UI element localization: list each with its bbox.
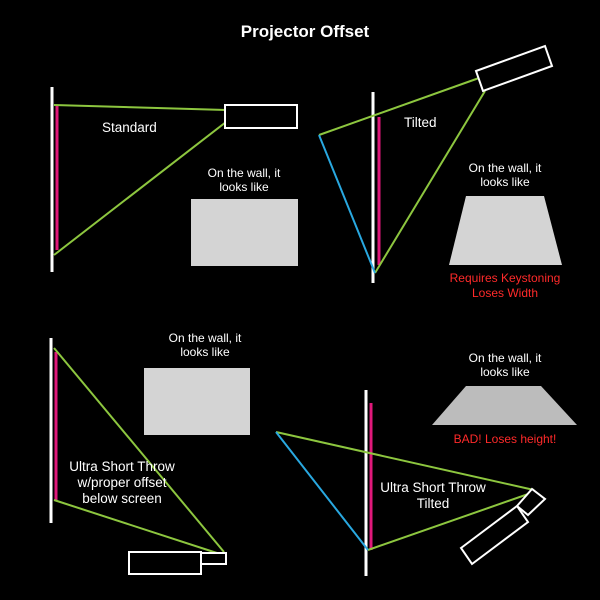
panel-ust-offset: On the wall, it looks like Ultra Short T… bbox=[49, 331, 250, 575]
beam-bottom bbox=[53, 499, 221, 555]
panel-ust-tilted: Ultra Short Throw Tilted On the wall, it… bbox=[275, 351, 577, 576]
projector-box bbox=[128, 551, 202, 575]
wall-note-line-2: looks like bbox=[480, 365, 530, 379]
beam-bottom bbox=[53, 121, 227, 256]
warning-line-2: Loses Width bbox=[472, 286, 538, 300]
overshoot-beam bbox=[318, 134, 376, 274]
panel-label: Tilted bbox=[404, 115, 437, 130]
overshoot-beam bbox=[275, 431, 369, 551]
beam-top bbox=[275, 431, 535, 491]
squashed-image-trapezoid bbox=[432, 386, 577, 425]
keystoned-image-trapezoid bbox=[449, 196, 562, 265]
beam-bottom bbox=[374, 90, 486, 274]
panel-label-line-2: w/proper offset bbox=[76, 475, 166, 490]
panel-label-line-1: Ultra Short Throw bbox=[380, 480, 486, 495]
panel-label-line-3: below screen bbox=[82, 491, 162, 506]
wall-note-line-1: On the wall, it bbox=[469, 161, 542, 175]
projector-box-tilted bbox=[459, 504, 530, 566]
beam-top bbox=[318, 77, 480, 136]
panel-label: Standard bbox=[102, 120, 157, 135]
panel-label-line-1: Ultra Short Throw bbox=[69, 459, 175, 474]
wall-note-line-1: On the wall, it bbox=[208, 166, 281, 180]
projector-lens-mount bbox=[515, 487, 547, 517]
projector-lens-mount bbox=[200, 552, 227, 565]
projector-box bbox=[224, 104, 298, 129]
projector-box-tilted bbox=[474, 44, 554, 93]
beam-top bbox=[53, 104, 227, 111]
panel-standard: Standard On the wall, it looks like bbox=[50, 87, 298, 272]
wall-note-line-2: looks like bbox=[480, 175, 530, 189]
wall-note-line-1: On the wall, it bbox=[169, 331, 242, 345]
projected-image-rectangle bbox=[144, 368, 250, 435]
diagram-title: Projector Offset bbox=[241, 22, 370, 41]
wall-note-line-2: looks like bbox=[180, 345, 230, 359]
panel-tilted: Tilted On the wall, it looks like Requir… bbox=[318, 44, 562, 300]
beam-bottom bbox=[367, 491, 535, 551]
warning-line-1: Requires Keystoning bbox=[450, 271, 561, 285]
warning-line-1: BAD! Loses height! bbox=[454, 432, 557, 446]
beam-top bbox=[53, 347, 225, 553]
projected-image-rectangle bbox=[191, 199, 298, 266]
wall-note-line-2: looks like bbox=[219, 180, 269, 194]
panel-label-line-2: Tilted bbox=[417, 496, 450, 511]
wall-note-line-1: On the wall, it bbox=[469, 351, 542, 365]
